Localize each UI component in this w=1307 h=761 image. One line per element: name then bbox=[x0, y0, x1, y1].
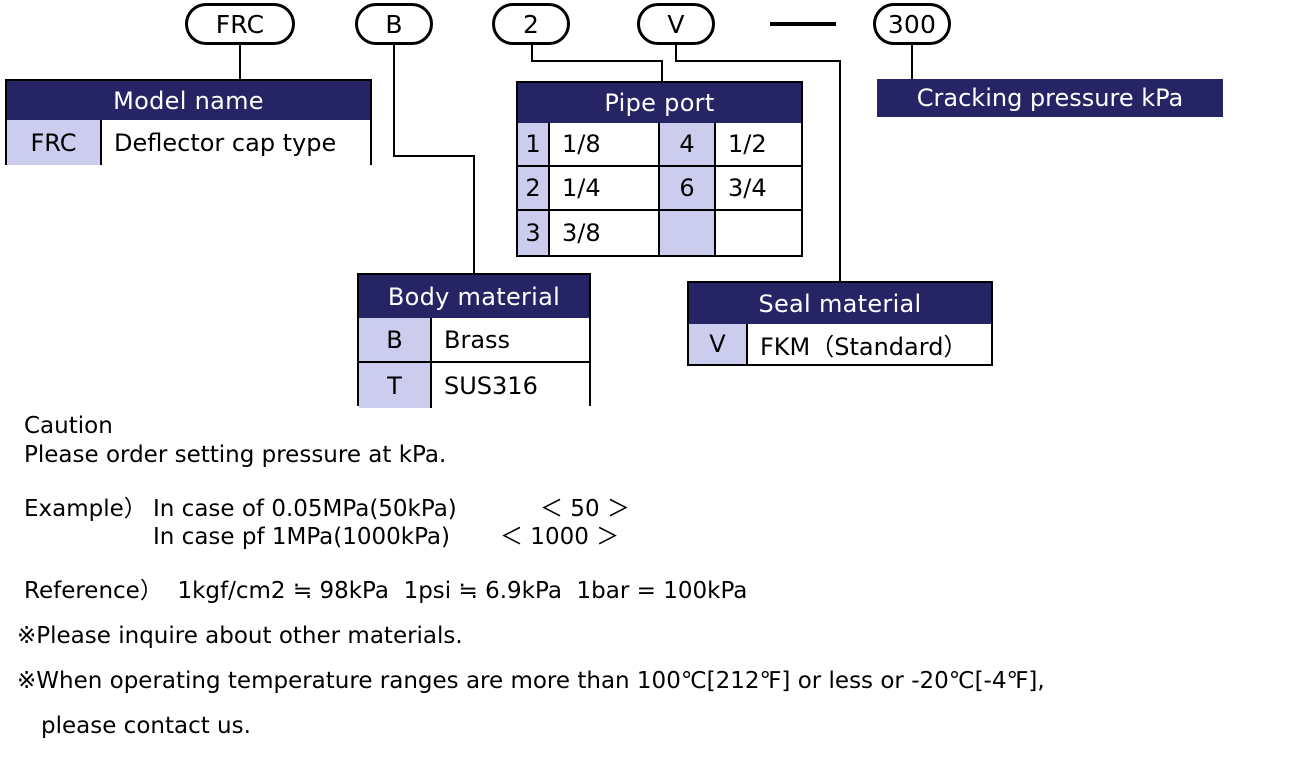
table-body-material-header: Body material bbox=[359, 275, 589, 318]
pipe-port-size-a: 1/4 bbox=[550, 167, 660, 211]
code-bubble-body-label: B bbox=[385, 9, 403, 39]
code-bubble-port[interactable]: 2 bbox=[492, 3, 570, 45]
connector-port-seg1 bbox=[531, 45, 533, 62]
body-material-code-cell: B bbox=[359, 318, 432, 363]
model-name-code-cell: FRC bbox=[7, 120, 102, 165]
body-material-code-cell: T bbox=[359, 363, 432, 408]
note-temperature-line-1: ※When operating temperature ranges are m… bbox=[17, 668, 1045, 694]
code-bubble-body[interactable]: B bbox=[355, 3, 433, 45]
table-row: FRC Deflector cap type bbox=[7, 120, 370, 165]
seal-material-code-cell: V bbox=[689, 324, 748, 364]
table-row: V FKM（Standard） bbox=[689, 324, 991, 364]
pipe-port-code-a: 2 bbox=[518, 167, 550, 211]
pipe-port-code-a: 1 bbox=[518, 123, 550, 167]
pipe-port-size-b: 1/2 bbox=[716, 123, 801, 167]
table-row: 1 1/8 4 1/2 bbox=[518, 123, 801, 167]
connector-body-seg3 bbox=[473, 155, 475, 275]
pipe-port-size-a: 1/8 bbox=[550, 123, 660, 167]
connector-pressure bbox=[911, 45, 913, 81]
caution-body: Please order setting pressure at kPa. bbox=[24, 442, 447, 468]
connector-seal-seg3 bbox=[839, 60, 841, 282]
connector-body-seg2 bbox=[393, 155, 475, 157]
pipe-port-size-a: 3/8 bbox=[550, 211, 660, 255]
code-bubble-port-label: 2 bbox=[522, 9, 540, 39]
pipe-port-code-b: 6 bbox=[660, 167, 716, 211]
code-bubble-seal-label: V bbox=[667, 9, 685, 39]
pipe-port-code-b bbox=[660, 211, 716, 255]
example-value-1: ＜ 50 ＞ bbox=[540, 496, 630, 522]
example-line-2: In case pf 1MPa(1000kPa) bbox=[153, 524, 451, 550]
table-row: 2 1/4 6 3/4 bbox=[518, 167, 801, 211]
code-bubble-seal[interactable]: V bbox=[637, 3, 715, 45]
table-row: B Brass bbox=[359, 318, 589, 363]
table-seal-material-header: Seal material bbox=[689, 283, 991, 324]
code-bubble-pressure-label: 300 bbox=[887, 9, 937, 39]
example-label: Example） bbox=[24, 496, 147, 522]
banner-cracking-pressure: Cracking pressure kPa bbox=[877, 79, 1223, 117]
caution-heading: Caution bbox=[24, 413, 113, 439]
seal-material-desc-cell: FKM（Standard） bbox=[748, 324, 991, 364]
table-row: 3 3/8 bbox=[518, 211, 801, 255]
code-separator-dash bbox=[770, 22, 836, 26]
connector-port-seg2 bbox=[531, 60, 663, 62]
table-model-name-header: Model name bbox=[7, 81, 370, 120]
note-temperature-line-2: please contact us. bbox=[41, 713, 251, 739]
connector-seal-seg2 bbox=[675, 60, 841, 62]
pipe-port-code-a: 3 bbox=[518, 211, 550, 255]
table-row: T SUS316 bbox=[359, 363, 589, 408]
code-bubble-model-label: FRC bbox=[215, 9, 265, 39]
table-pipe-port-header: Pipe port bbox=[518, 83, 801, 123]
pipe-port-code-b: 4 bbox=[660, 123, 716, 167]
code-bubble-pressure[interactable]: 300 bbox=[873, 3, 951, 45]
table-body-material: Body material B Brass T SUS316 bbox=[357, 273, 591, 408]
example-value-2: ＜ 1000 ＞ bbox=[500, 524, 620, 550]
note-other-materials: ※Please inquire about other materials. bbox=[17, 623, 463, 649]
reference-line: Reference） 1kgf/cm2 ≒ 98kPa 1psi ≒ 6.9kP… bbox=[24, 578, 748, 604]
body-material-desc-cell: Brass bbox=[432, 318, 589, 363]
pipe-port-size-b: 3/4 bbox=[716, 167, 801, 211]
table-model-name: Model name FRC Deflector cap type bbox=[5, 79, 372, 165]
connector-seal-seg1 bbox=[675, 45, 677, 62]
example-line-1: In case of 0.05MPa(50kPa) bbox=[153, 496, 457, 522]
table-seal-material: Seal material V FKM（Standard） bbox=[687, 281, 993, 366]
body-material-desc-cell: SUS316 bbox=[432, 363, 589, 408]
pipe-port-size-b bbox=[716, 211, 801, 255]
connector-port-seg3 bbox=[661, 60, 663, 81]
model-name-desc-cell: Deflector cap type bbox=[102, 120, 370, 165]
table-pipe-port: Pipe port 1 1/8 4 1/2 2 1/4 6 3/4 3 3/8 bbox=[516, 81, 803, 257]
connector-body-seg1 bbox=[393, 45, 395, 157]
code-bubble-model[interactable]: FRC bbox=[185, 3, 295, 45]
connector-model bbox=[239, 45, 241, 81]
